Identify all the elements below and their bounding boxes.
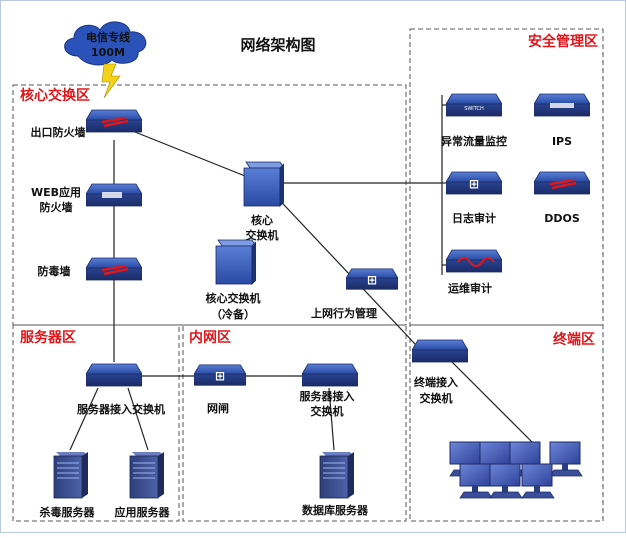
firewall-mark — [101, 116, 129, 128]
egress-firewall — [86, 109, 142, 133]
ips-label: IPS — [552, 135, 572, 148]
pc-icon — [489, 463, 523, 499]
internet-cloud: 电信专线 100M — [64, 21, 147, 66]
anomaly-monitor-label: 异常流量监控 — [441, 134, 507, 148]
intranet-switch-icon — [302, 363, 358, 387]
ips-device — [534, 93, 590, 117]
gatekeeper-glyph: ⊞ — [215, 369, 225, 383]
zone-core-frame — [12, 84, 407, 326]
pc-icon — [521, 463, 555, 499]
ips-mark — [550, 103, 574, 108]
diagram-title: 网络架构图 — [240, 36, 315, 54]
ops-audit-label: 运维审计 — [448, 281, 492, 295]
zone-server-frame — [12, 324, 180, 522]
lightning-icon — [101, 63, 121, 99]
cloud-icon — [64, 21, 147, 66]
log-audit-device: ⊞ — [446, 171, 502, 195]
behavior-mgmt-glyph: ⊞ — [367, 273, 377, 287]
anomaly-monitor-icon — [446, 93, 502, 117]
gatekeeper-label: 网闸 — [207, 401, 229, 415]
waf-mark — [102, 192, 122, 198]
core-switch-label-line1: 核心 — [251, 213, 273, 227]
pc-icon — [549, 441, 583, 477]
egress-firewall-label: 出口防火墙 — [31, 125, 86, 139]
app-server-label: 应用服务器 — [115, 505, 171, 519]
antivirus-gateway-label: 防毒墙 — [38, 264, 71, 278]
server-access-switch-label: 服务器接入交换机 — [77, 402, 165, 416]
zone-intranet-label: 内网区 — [189, 329, 231, 346]
antivirus-gateway — [86, 257, 142, 281]
cloud-label-line1: 电信专线 — [86, 30, 130, 44]
core-standby-label-line2: （冷备） — [211, 307, 255, 321]
switch-tag: SWITCH — [464, 106, 484, 112]
av-server-label: 杀毒服务器 — [40, 505, 96, 519]
core-standby-switch-icon — [215, 239, 256, 285]
behavior-mgmt-device: ⊞ — [346, 268, 398, 290]
terminal-switch-icon — [412, 339, 468, 363]
ops-audit-device — [446, 249, 502, 273]
log-audit-glyph: ⊞ — [469, 177, 479, 191]
intranet-switch-label-line2: 交换机 — [311, 404, 344, 418]
zone-terminal-label: 终端区 — [553, 331, 595, 348]
db-server-label: 数据库服务器 — [302, 503, 369, 517]
core-switch-label-line2: 交换机 — [246, 228, 279, 242]
core-switch-icon — [243, 161, 284, 207]
db-server-icon — [319, 451, 354, 499]
gatekeeper-device: ⊞ — [194, 364, 246, 386]
server-access-switch-icon — [86, 363, 142, 387]
log-audit-label: 日志审计 — [452, 211, 496, 225]
ddos-device — [534, 171, 590, 195]
av-server-icon — [53, 451, 88, 499]
terminal-switch-label-line2: 交换机 — [420, 391, 453, 405]
terminal-switch-label-line1: 终端接入 — [414, 375, 458, 389]
zone-core-label: 核心交换区 — [20, 87, 90, 104]
ops-audit-mark — [457, 257, 495, 267]
core-standby-label-line1: 核心交换机 — [206, 291, 261, 305]
cloud-label-line2: 100M — [91, 46, 125, 59]
zone-security-label: 安全管理区 — [528, 33, 598, 50]
behavior-mgmt-label: 上网行为管理 — [311, 306, 377, 320]
zone-server-label: 服务器区 — [20, 329, 76, 346]
antivirus-mark — [101, 264, 129, 276]
connection-lines — [69, 95, 541, 451]
app-server-icon — [129, 451, 164, 499]
intranet-switch-label-line1: 服务器接入 — [300, 389, 355, 403]
waf-device — [86, 183, 142, 207]
zone-terminal-frame — [409, 324, 604, 522]
waf-label-line2: 防火墙 — [40, 200, 73, 214]
ddos-label: DDOS — [544, 212, 580, 225]
anomaly-monitor-device: SWITCH — [446, 93, 502, 117]
zone-intranet-frame — [182, 324, 407, 522]
pc-icon — [459, 463, 493, 499]
ddos-mark — [549, 178, 577, 190]
waf-label-line1: WEB应用 — [31, 185, 81, 199]
